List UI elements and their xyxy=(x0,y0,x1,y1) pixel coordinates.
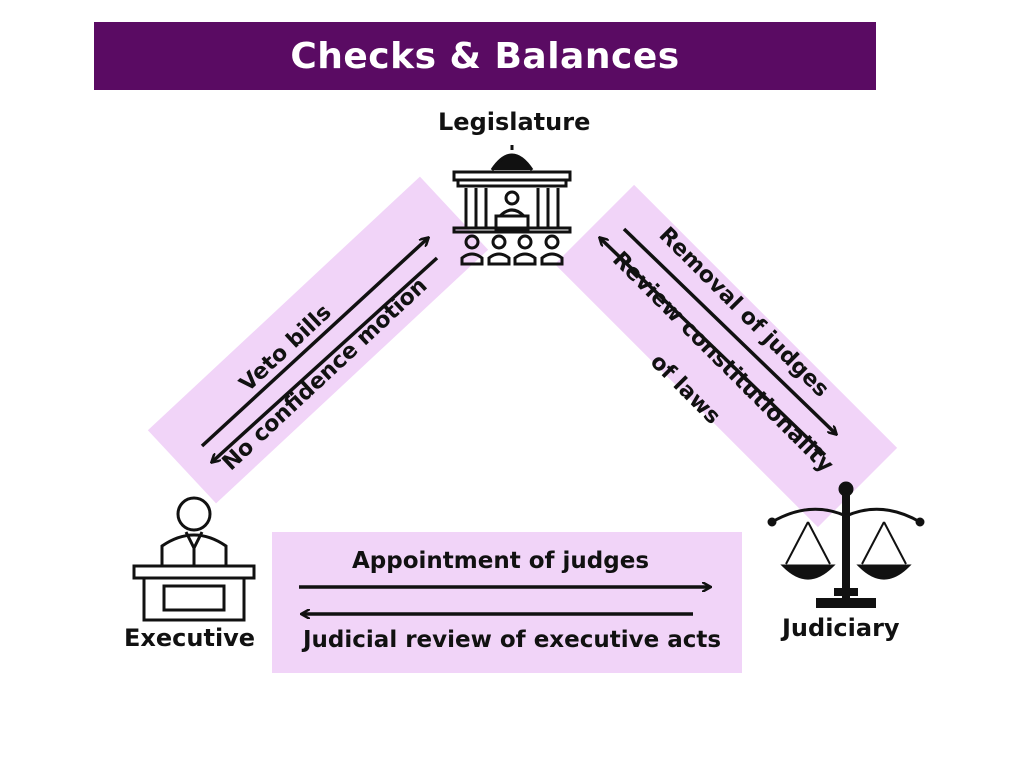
arrow-removal-of-judges xyxy=(622,227,836,434)
band-executive-judiciary xyxy=(272,532,742,673)
appointment-of-judges-label: Appointment of judges xyxy=(352,548,650,574)
person-at-desk-icon xyxy=(132,496,256,622)
arrow-review-constitutionality xyxy=(600,238,827,457)
parliament-building-icon xyxy=(452,145,572,266)
judiciary-label: Judiciary xyxy=(782,614,900,642)
judicial-review-label: Judicial review of executive acts xyxy=(303,627,722,653)
legislature-label: Legislature xyxy=(438,108,591,136)
executive-label: Executive xyxy=(124,624,256,652)
scales-of-justice-icon xyxy=(767,481,925,608)
arrow-veto-bills xyxy=(200,238,428,448)
title-bar: Checks & Balances xyxy=(94,22,876,90)
diagram-title: Checks & Balances xyxy=(290,35,680,77)
arrow-no-confidence xyxy=(212,256,439,462)
